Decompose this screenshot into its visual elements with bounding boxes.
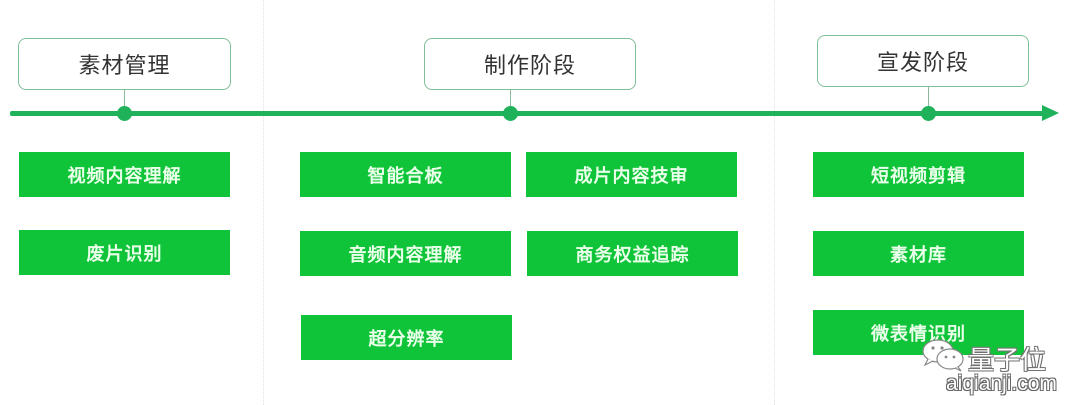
task-box: 智能合板 xyxy=(300,152,511,197)
stage-production: 制作阶段 xyxy=(424,38,636,90)
task-box: 商务权益追踪 xyxy=(527,231,738,276)
task-label: 音频内容理解 xyxy=(348,244,463,266)
timeline-node xyxy=(921,106,936,121)
task-label: 视频内容理解 xyxy=(67,165,182,187)
wechat-icon xyxy=(922,339,964,372)
stage-label: 素材管理 xyxy=(78,54,171,79)
task-label: 智能合板 xyxy=(367,165,444,187)
stage-material-management: 素材管理 xyxy=(18,38,231,90)
task-label: 废片识别 xyxy=(86,243,163,265)
task-box: 超分辨率 xyxy=(301,315,512,360)
watermark-brand: 量子位 xyxy=(968,345,1047,375)
stage-label: 宣发阶段 xyxy=(876,51,969,76)
watermark-url: aiqianji.com xyxy=(946,372,1057,395)
task-label: 超分辨率 xyxy=(368,328,445,350)
task-box: 废片识别 xyxy=(19,230,230,275)
stage-connector xyxy=(124,90,125,110)
section-divider-2 xyxy=(774,0,775,405)
task-label: 商务权益追踪 xyxy=(575,244,690,266)
task-box: 素材库 xyxy=(813,231,1024,276)
task-box: 短视频剪辑 xyxy=(813,152,1024,197)
task-box: 微表情识别 xyxy=(813,310,1024,355)
task-box: 音频内容理解 xyxy=(300,231,511,276)
stage-distribution: 宣发阶段 xyxy=(817,35,1029,87)
timeline-node xyxy=(117,106,132,121)
task-box: 成片内容技审 xyxy=(526,152,737,197)
timeline-arrow-icon xyxy=(1042,105,1059,121)
task-label: 素材库 xyxy=(890,244,947,266)
stage-connector xyxy=(510,90,511,110)
section-divider-1 xyxy=(263,0,264,405)
stage-connector xyxy=(928,87,929,107)
task-box: 视频内容理解 xyxy=(19,152,230,197)
task-label: 微表情识别 xyxy=(871,323,966,345)
task-label: 短视频剪辑 xyxy=(871,165,966,187)
timeline-node xyxy=(503,106,518,121)
stage-label: 制作阶段 xyxy=(483,54,576,79)
timeline-axis xyxy=(10,111,1046,116)
task-label: 成片内容技审 xyxy=(574,165,689,187)
